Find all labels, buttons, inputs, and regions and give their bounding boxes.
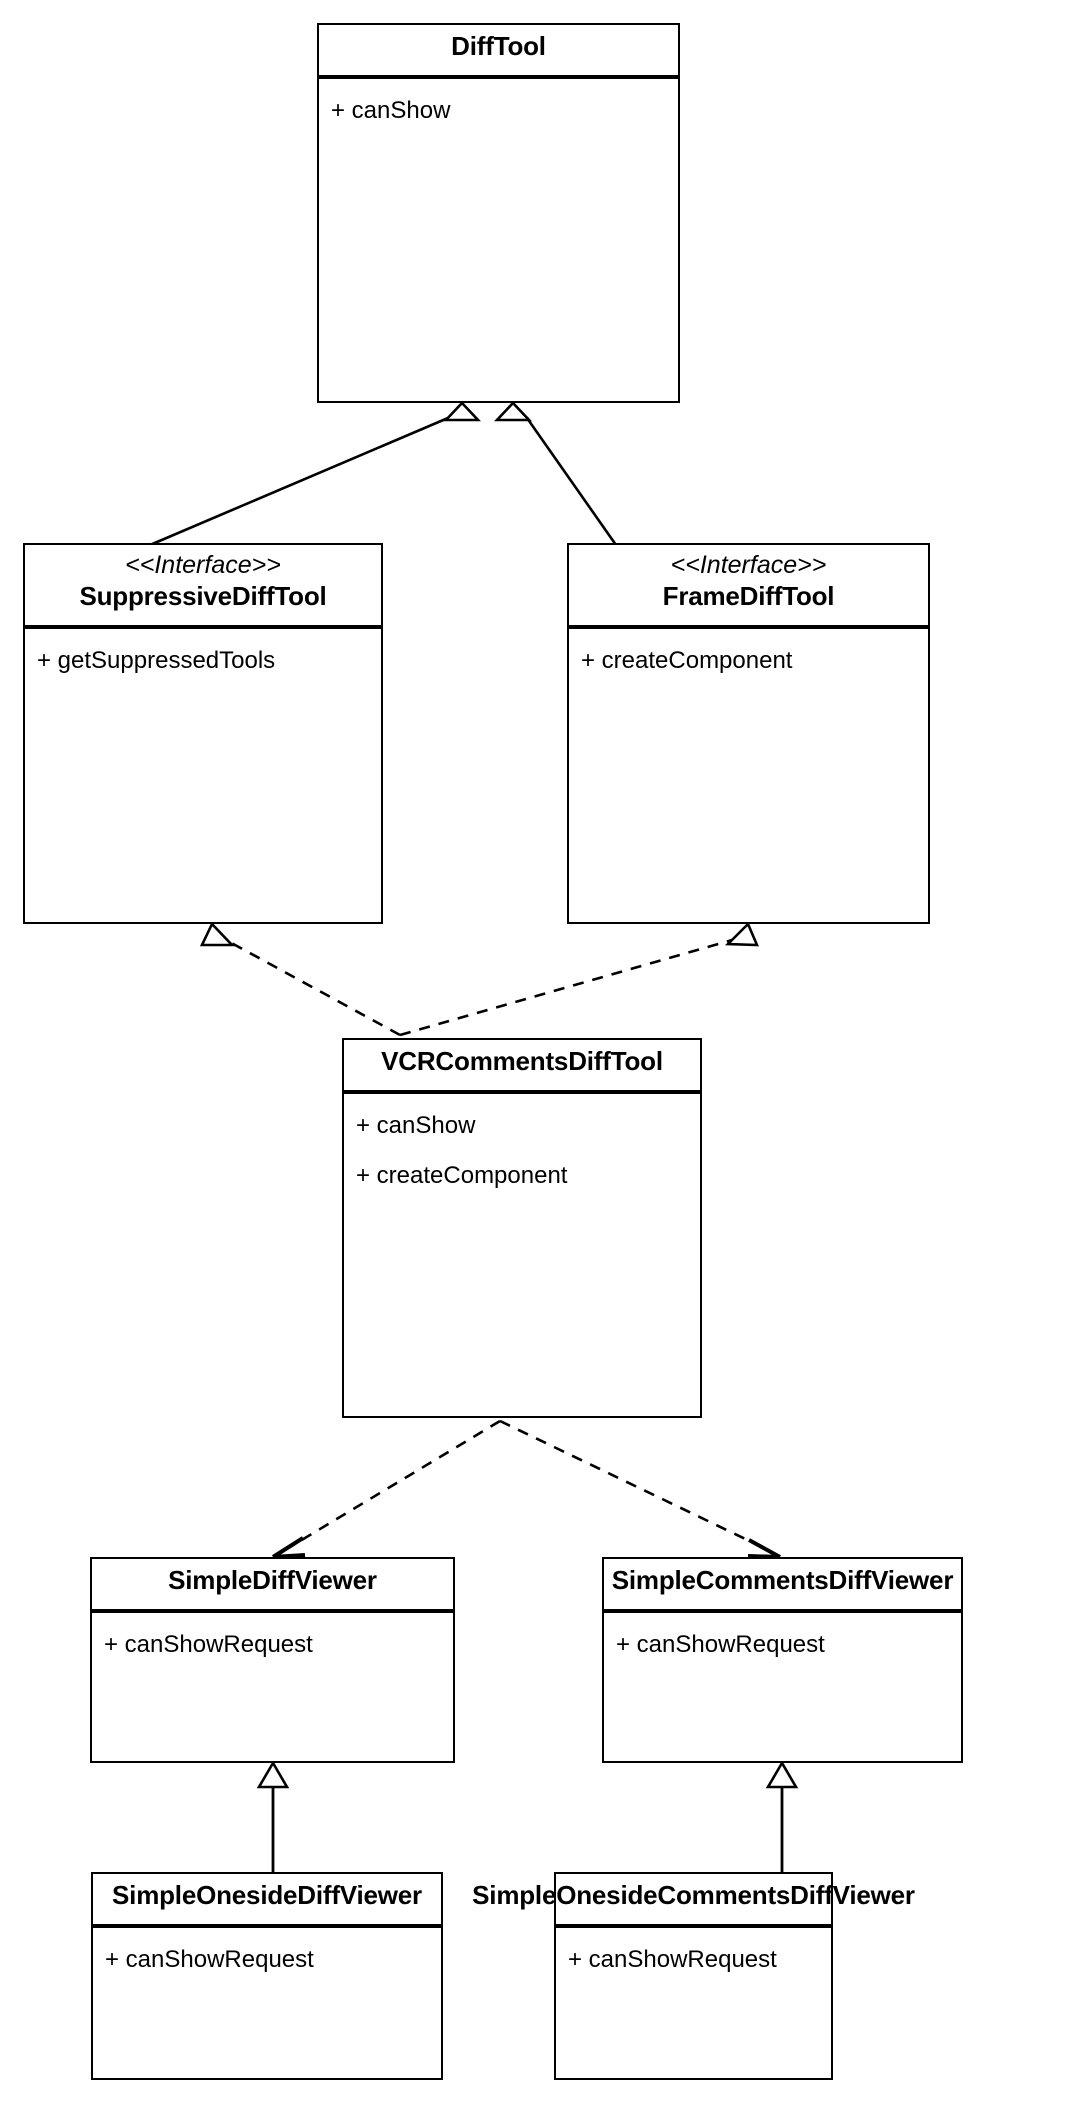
class-header-vcr: VCRCommentsDiffTool — [344, 1040, 700, 1092]
class-members-difftool: + canShow — [319, 82, 678, 401]
class-box-frame[interactable]: <<Interface>> FrameDiffTool + createComp… — [567, 543, 930, 924]
class-member: + canShowRequest — [568, 1946, 777, 1973]
edge-vcr-depends-simplecommentsdiffviewer — [499, 1419, 781, 1559]
class-header-simplecommentsdiffviewer: SimpleCommentsDiffViewer — [604, 1559, 961, 1611]
class-name-frame: FrameDiffTool — [662, 580, 835, 611]
class-stereotype-frame: <<Interface>> — [670, 551, 827, 579]
edge-suppressive-to-difftool — [149, 401, 482, 547]
class-member: + canShowRequest — [104, 1631, 313, 1658]
class-box-suppressive[interactable]: <<Interface>> SuppressiveDiffTool + getS… — [23, 543, 383, 924]
class-box-simplediffviewer[interactable]: SimpleDiffViewer + canShowRequest — [90, 1557, 455, 1763]
edge-vcr-realizes-frame — [399, 921, 760, 1037]
class-members-suppressive: + getSuppressedTools — [25, 632, 381, 922]
class-box-simpleonesidecommentsdiffviewer[interactable]: SimpleOnesideCommentsDiffViewer + canSho… — [472, 1872, 915, 2080]
class-separator-simplecommentsdiffviewer — [604, 1611, 961, 1616]
class-members-vcr: + canShow + createComponent — [344, 1097, 700, 1416]
class-separator-vcr — [344, 1092, 700, 1097]
class-name-difftool: DiffTool — [451, 31, 546, 61]
class-header-simplediffviewer: SimpleDiffViewer — [92, 1559, 453, 1611]
class-separator-simpleonesidecommentsdiffviewer — [556, 1926, 831, 1931]
class-separator-frame — [569, 627, 928, 632]
class-member: + canShowRequest — [105, 1946, 314, 1973]
class-separator-simplediffviewer — [92, 1611, 453, 1616]
class-header-frame: <<Interface>> FrameDiffTool — [569, 545, 928, 627]
edge-onesidecommentsdiffviewer-to-simplecommentsdiffviewer — [765, 1760, 799, 1872]
edge-onesidediffviewer-to-simplediffviewer — [256, 1760, 290, 1872]
class-members-simpleonesidecommentsdiffviewer: + canShowRequest — [556, 1931, 831, 2078]
class-member: + getSuppressedTools — [37, 647, 276, 674]
class-separator-suppressive — [25, 627, 381, 632]
class-name-vcr: VCRCommentsDiffTool — [381, 1046, 663, 1076]
class-box-difftool[interactable]: DiffTool + canShow — [317, 23, 680, 403]
class-member: + createComponent — [581, 647, 793, 674]
class-members-simpleonesidediffviewer: + canShowRequest — [93, 1931, 441, 2078]
edge-frame-to-difftool — [493, 401, 618, 546]
class-header-simpleonesidecommentsdiffviewer: SimpleOnesideCommentsDiffViewer — [472, 1874, 915, 1926]
class-member: + canShowRequest — [616, 1631, 825, 1658]
class-member: + canShow — [331, 97, 451, 124]
class-box-vcr[interactable]: VCRCommentsDiffTool + canShow + createCo… — [342, 1038, 702, 1418]
class-member: + createComponent — [356, 1162, 568, 1189]
class-members-simplediffviewer: + canShowRequest — [92, 1616, 453, 1761]
class-header-difftool: DiffTool — [319, 25, 678, 77]
class-members-frame: + createComponent — [569, 632, 928, 922]
class-box-simpleonesidediffviewer[interactable]: SimpleOnesideDiffViewer + canShowRequest — [91, 1872, 443, 2080]
edge-vcr-realizes-suppressive — [199, 921, 401, 1037]
class-separator-simpleonesidediffviewer — [93, 1926, 441, 1931]
class-box-simplecommentsdiffviewer[interactable]: SimpleCommentsDiffViewer + canShowReques… — [602, 1557, 963, 1763]
class-header-simpleonesidediffviewer: SimpleOnesideDiffViewer — [93, 1874, 441, 1926]
class-header-suppressive: <<Interface>> SuppressiveDiffTool — [25, 545, 381, 627]
class-stereotype-suppressive: <<Interface>> — [125, 551, 281, 579]
class-members-simplecommentsdiffviewer: + canShowRequest — [604, 1616, 961, 1761]
class-member: + canShow — [356, 1112, 476, 1139]
class-name-suppressive: SuppressiveDiffTool — [79, 580, 327, 611]
edge-vcr-depends-simplediffviewer — [271, 1419, 501, 1559]
class-separator-difftool — [319, 77, 678, 82]
class-name-simplediffviewer: SimpleDiffViewer — [168, 1565, 377, 1595]
